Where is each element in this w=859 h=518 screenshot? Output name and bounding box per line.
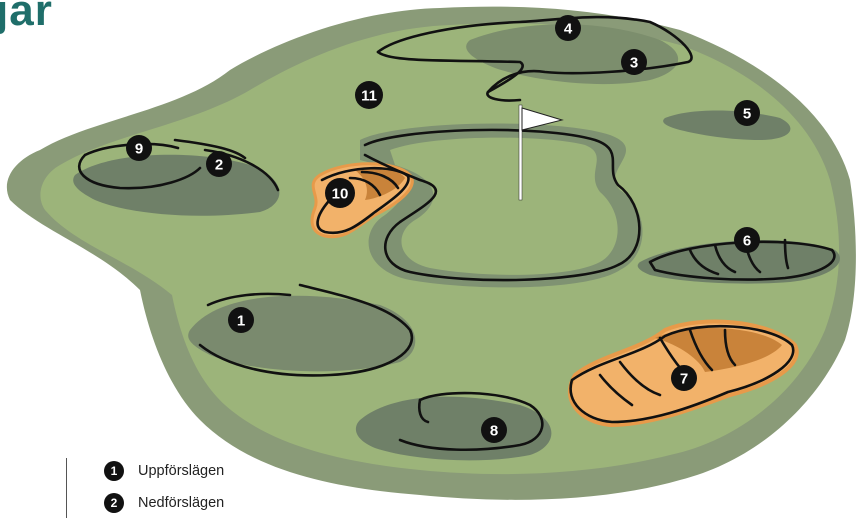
marker-1: 1: [228, 307, 254, 333]
marker-9-label: 9: [135, 141, 143, 158]
green-map: 1 2 3 4 5 6 7 8 9 10 11: [0, 0, 859, 503]
legend-divider: [66, 458, 67, 518]
marker-4: 4: [555, 15, 581, 41]
legend-num-2: 2: [104, 493, 124, 513]
marker-8: 8: [481, 417, 507, 443]
marker-6-label: 6: [743, 233, 751, 250]
marker-10-label: 10: [332, 186, 349, 203]
legend-num-1: 1: [104, 461, 124, 481]
marker-7-label: 7: [680, 371, 688, 388]
marker-2: 2: [206, 151, 232, 177]
marker-11-label: 11: [361, 88, 377, 105]
marker-10: 10: [325, 178, 355, 208]
marker-3-label: 3: [630, 55, 638, 72]
marker-9: 9: [126, 135, 152, 161]
marker-1-label: 1: [237, 313, 245, 330]
marker-7: 7: [671, 365, 697, 391]
legend-text-1: Uppförslägen: [138, 463, 224, 479]
marker-5: 5: [734, 100, 760, 126]
marker-4-label: 4: [564, 21, 573, 38]
marker-11: 11: [355, 81, 383, 109]
legend-item-2: 2 Nedförslägen: [104, 492, 224, 514]
legend-text-2: Nedförslägen: [138, 495, 224, 511]
marker-6: 6: [734, 227, 760, 253]
marker-5-label: 5: [743, 106, 751, 123]
marker-8-label: 8: [490, 423, 498, 440]
marker-3: 3: [621, 49, 647, 75]
legend-item-1: 1 Uppförslägen: [104, 460, 224, 482]
marker-2-label: 2: [215, 157, 223, 174]
